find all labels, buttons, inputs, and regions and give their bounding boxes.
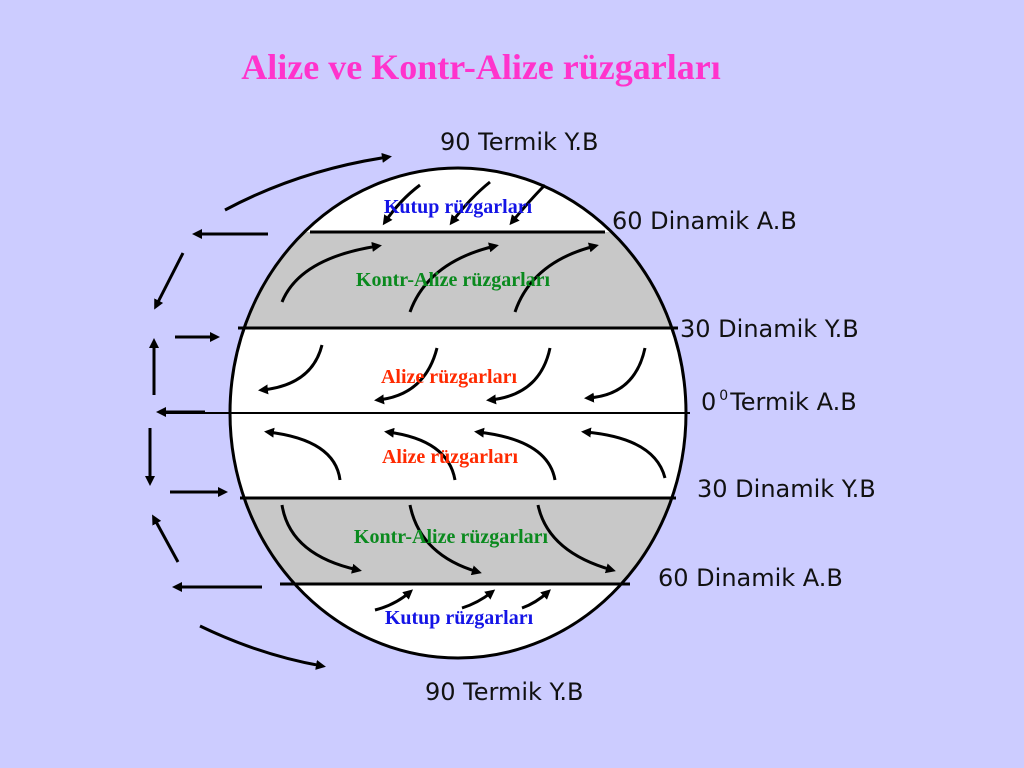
latitude-labels: 90 Termik Y.B 60 Dinamik A.B 30 Dinamik …: [425, 128, 876, 706]
south-polar-band: [230, 584, 686, 658]
label-north-60: 60 Dinamik A.B: [612, 207, 797, 235]
arrow-icon: [258, 344, 324, 395]
arrow-icon: [264, 427, 342, 481]
label-south-60: 60 Dinamik A.B: [658, 564, 843, 592]
arrow-icon: [374, 589, 414, 612]
latitude-lines: [160, 230, 690, 586]
arrow-icon: [461, 589, 496, 610]
label-equator-text: Termik A.B: [729, 388, 856, 416]
zone-labels: Kutup rüzgarları Kontr-Alize rüzgarları …: [354, 196, 551, 629]
arrow-icon: [199, 624, 326, 670]
zone-label-south-polar: Kutup rüzgarları: [385, 607, 534, 629]
zone-label-south-trade: Alize rüzgarları: [382, 446, 518, 468]
north-counter-trade-band: [230, 232, 686, 328]
arrow-icon: [152, 514, 180, 563]
arrow-icon: [384, 427, 457, 481]
label-north-pole: 90 Termik Y.B: [440, 128, 598, 156]
arrow-icon: [536, 504, 616, 574]
zone-label-north-trade: Alize rüzgarları: [381, 366, 517, 388]
zone-label-north-counter-trade: Kontr-Alize rüzgarları: [356, 269, 551, 291]
arrow-icon: [280, 241, 382, 303]
arrow-icon: [509, 183, 547, 226]
arrow-icon: [382, 183, 421, 226]
arrow-icon: [486, 347, 552, 405]
arrow-icon: [224, 152, 392, 212]
arrow-icon: [581, 427, 667, 479]
arrow-icon: [474, 427, 557, 481]
label-equator-superscript: 0: [719, 388, 728, 404]
arrow-icon: [408, 504, 482, 576]
arrow-icon: [513, 242, 599, 313]
arrow-icon: [154, 252, 185, 310]
arrow-icon: [584, 347, 647, 403]
zone-label-south-counter-trade: Kontr-Alize rüzgarları: [354, 526, 549, 548]
label-south-pole: 90 Termik Y.B: [425, 678, 583, 706]
arrow-icon: [521, 589, 551, 610]
zone-label-north-polar: Kutup rüzgarları: [384, 196, 533, 218]
label-equator-degree: 0: [701, 388, 716, 416]
arrow-icon: [374, 347, 439, 405]
page-title: Alize ve Kontr-Alize rüzgarları: [241, 47, 721, 87]
globe-outline: [228, 166, 688, 660]
wind-arrows: [258, 180, 667, 612]
arrow-icon: [408, 242, 499, 313]
globe-bands: [230, 168, 686, 658]
outer-circulation-arrows: [145, 152, 392, 670]
label-south-30: 30 Dinamik Y.B: [697, 475, 876, 503]
label-north-30: 30 Dinamik Y.B: [680, 315, 859, 343]
arrow-icon: [449, 180, 491, 226]
arrow-icon: [280, 504, 362, 574]
